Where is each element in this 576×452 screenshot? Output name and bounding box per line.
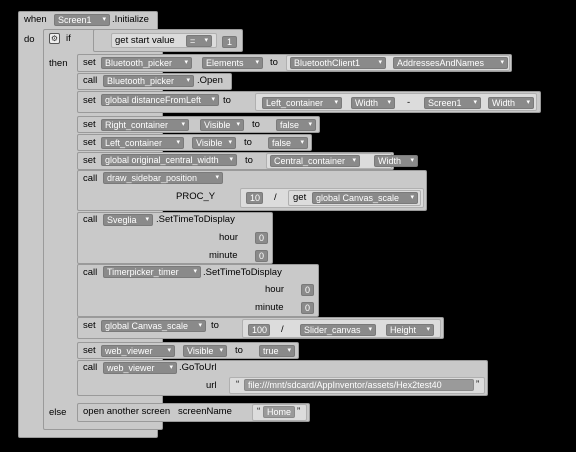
open-another-screen-block[interactable] [77, 403, 310, 422]
component-dropdown[interactable]: Sveglia▾ [103, 214, 153, 226]
call-keyword: call [83, 214, 98, 225]
hour-number[interactable]: 0 [255, 232, 268, 244]
operator-label: / [274, 192, 277, 203]
call-keyword: call [83, 267, 98, 278]
chevron-down-icon: ▾ [102, 16, 106, 23]
arg-url-label: url [206, 380, 217, 391]
gear-icon[interactable]: ⚙ [49, 33, 60, 44]
to-label: to [252, 119, 260, 130]
component-dropdown[interactable]: Left_container▾ [101, 137, 184, 149]
event-component-dropdown[interactable]: Screen1▾ [54, 14, 110, 26]
close-quote: ” [476, 379, 480, 390]
property-dropdown[interactable]: Visible▾ [200, 119, 244, 131]
arg-hour-label: hour [219, 232, 239, 243]
component-dropdown[interactable]: web_viewer▾ [103, 362, 177, 374]
boolean-dropdown[interactable]: true▾ [259, 345, 295, 357]
set-keyword: set [83, 155, 96, 166]
method-label: .GoToUrl [179, 362, 217, 373]
get-keyword: get [293, 192, 307, 203]
operator-label: - [407, 97, 411, 108]
component-dropdown[interactable]: Central_container▾ [270, 155, 360, 167]
arg-hour-label: hour [265, 284, 285, 295]
component-dropdown[interactable]: Bluetooth_picker▾ [103, 75, 194, 87]
close-quote: ” [297, 406, 301, 417]
property-dropdown[interactable]: Width▾ [351, 97, 395, 109]
minute-number[interactable]: 0 [301, 302, 314, 314]
set-keyword: set [83, 345, 96, 356]
variable-dropdown[interactable]: global Canvas_scale▾ [101, 320, 206, 332]
boolean-dropdown[interactable]: false▾ [276, 119, 316, 131]
set-keyword: set [83, 320, 96, 331]
property-dropdown[interactable]: Visible▾ [183, 345, 227, 357]
property-dropdown[interactable]: AddressesAndNames▾ [393, 57, 508, 69]
property-dropdown[interactable]: Width▾ [374, 155, 418, 167]
operator-label: / [281, 324, 284, 335]
minute-number[interactable]: 0 [255, 250, 268, 262]
property-dropdown[interactable]: Visible▾ [192, 137, 236, 149]
open-another-screen-label: open another screen [83, 406, 171, 417]
to-label: to [244, 137, 252, 148]
then-label: then [49, 58, 68, 69]
if-label: if [66, 33, 71, 44]
component-dropdown[interactable]: Screen1▾ [424, 97, 481, 109]
component-dropdown[interactable]: Right_container▾ [101, 119, 189, 131]
arg-screen-name-label: screenName [178, 406, 232, 417]
event-method-label: .Initialize [112, 14, 149, 25]
set-keyword: set [83, 95, 96, 106]
open-quote: “ [257, 406, 261, 417]
call-keyword: call [83, 173, 98, 184]
event-when-label: when [24, 14, 47, 25]
variable-dropdown[interactable]: global distanceFromLeft▾ [101, 94, 219, 106]
component-dropdown[interactable]: Slider_canvas▾ [300, 324, 376, 336]
number-block[interactable]: 10 [246, 192, 263, 204]
compare-value-number[interactable]: 1 [222, 36, 237, 48]
method-label: .Open [197, 75, 223, 86]
arg-minute-label: minute [255, 302, 284, 313]
set-keyword: set [83, 119, 96, 130]
get-start-value-label: get start value [115, 35, 175, 46]
number-block[interactable]: 100 [248, 324, 270, 336]
variable-dropdown[interactable]: global Canvas_scale▾ [312, 192, 418, 204]
call-keyword: call [83, 75, 98, 86]
property-dropdown[interactable]: Height▾ [386, 324, 434, 336]
set-keyword: set [83, 57, 96, 68]
to-label: to [223, 95, 231, 106]
component-dropdown[interactable]: Left_container▾ [262, 97, 342, 109]
to-label: to [270, 57, 278, 68]
method-label: .SetTimeToDisplay [156, 214, 235, 225]
screen-name-string-value[interactable]: Home [263, 406, 295, 418]
to-label: to [245, 155, 253, 166]
open-quote: “ [236, 379, 240, 390]
property-dropdown[interactable]: Elements▾ [202, 57, 263, 69]
hour-number[interactable]: 0 [301, 284, 314, 296]
arg-minute-label: minute [209, 250, 238, 261]
procedure-dropdown[interactable]: draw_sidebar_position▾ [103, 172, 223, 184]
variable-dropdown[interactable]: global original_central_width▾ [101, 154, 237, 166]
else-label: else [49, 407, 67, 418]
call-keyword: call [83, 362, 98, 373]
compare-operator-dropdown[interactable]: =▾ [186, 35, 212, 47]
url-string-value[interactable]: file:///mnt/sdcard/AppInventor/assets/He… [244, 379, 474, 391]
component-dropdown[interactable]: BluetoothClient1▾ [290, 57, 386, 69]
set-keyword: set [83, 137, 96, 148]
component-dropdown[interactable]: Bluetooth_picker▾ [101, 57, 192, 69]
boolean-dropdown[interactable]: false▾ [268, 137, 308, 149]
arg-proc-y-label: PROC_Y [176, 191, 216, 202]
do-label: do [24, 34, 35, 45]
method-label: .SetTimeToDisplay [203, 267, 282, 278]
to-label: to [235, 345, 243, 356]
to-label: to [211, 320, 219, 331]
component-dropdown[interactable]: web_viewer▾ [101, 345, 175, 357]
component-dropdown[interactable]: Timerpicker_timer▾ [103, 266, 201, 278]
property-dropdown[interactable]: Width▾ [488, 97, 534, 109]
